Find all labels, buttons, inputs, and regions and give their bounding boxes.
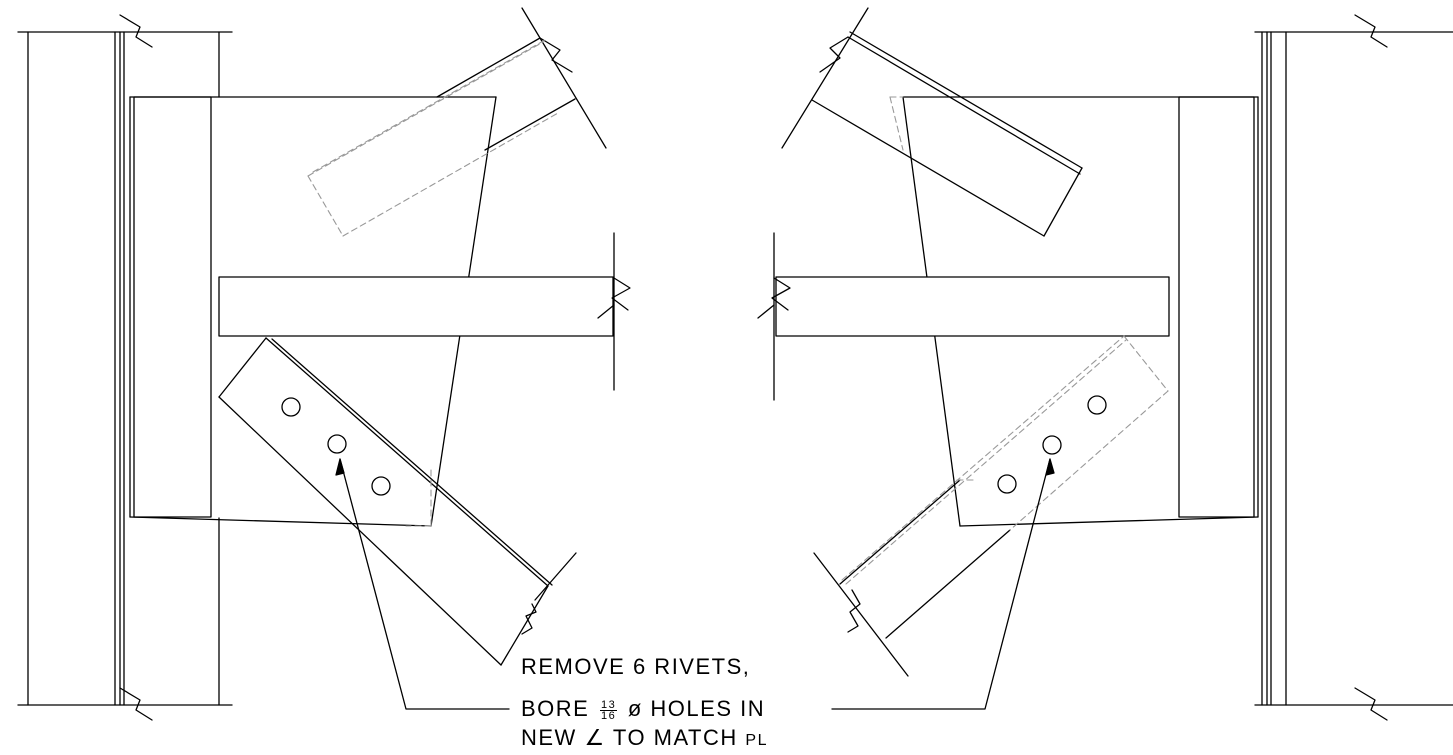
callout-line-3: NEW ∠ TO MATCH PL (521, 726, 768, 753)
callout-text: ø HOLES IN (627, 696, 766, 721)
leader-left (335, 458, 510, 710)
right-upper-hidden (889, 96, 904, 151)
column-break-top-left (119, 14, 153, 48)
callout-text: TO MATCH (612, 725, 738, 750)
rivet-hole (1087, 395, 1107, 415)
right-column (1254, 14, 1453, 721)
left-rivet-holes (281, 397, 391, 496)
left-gusset-plate (129, 96, 497, 527)
callout-text: BORE (521, 696, 590, 721)
right-lower-diagonal-hidden (841, 335, 1169, 585)
rivet-hole (281, 397, 301, 417)
right-upper-diagonal-angle (781, 7, 1083, 237)
column-break-bottom-right (1354, 687, 1388, 721)
callout-text: NEW (521, 725, 577, 750)
callout-line-1: REMOVE 6 RIVETS, (521, 655, 750, 679)
left-stiffener (133, 96, 212, 518)
rivet-hole (997, 474, 1017, 494)
rivet-hole (327, 434, 347, 454)
left-lower-hidden (405, 469, 432, 527)
column-break-top-right (1354, 14, 1388, 48)
right-beam (757, 232, 1170, 401)
callout-text: REMOVE 6 RIVETS, (521, 654, 751, 679)
fraction: 13 16 (599, 698, 618, 722)
right-rivet-holes (997, 395, 1107, 494)
left-upper-diagonal-hidden (307, 39, 559, 237)
left-column (17, 14, 233, 721)
rivet-hole (371, 476, 391, 496)
left-lower-diagonal-angle (218, 337, 577, 666)
column-break-bottom-left (119, 687, 153, 721)
angle-symbol: ∠ (584, 725, 606, 750)
fraction-numerator: 13 (599, 698, 618, 711)
left-upper-diagonal (436, 7, 607, 151)
right-stiffener (1178, 96, 1255, 518)
leader-right (831, 458, 1055, 710)
plate-symbol: PL (745, 732, 768, 749)
fraction-denominator: 16 (600, 709, 617, 722)
callout-line-2: BORE 13 16 ø HOLES IN (521, 696, 766, 722)
rivet-hole (1042, 435, 1062, 455)
left-beam (218, 232, 631, 391)
right-lower-diagonal (813, 479, 1011, 677)
